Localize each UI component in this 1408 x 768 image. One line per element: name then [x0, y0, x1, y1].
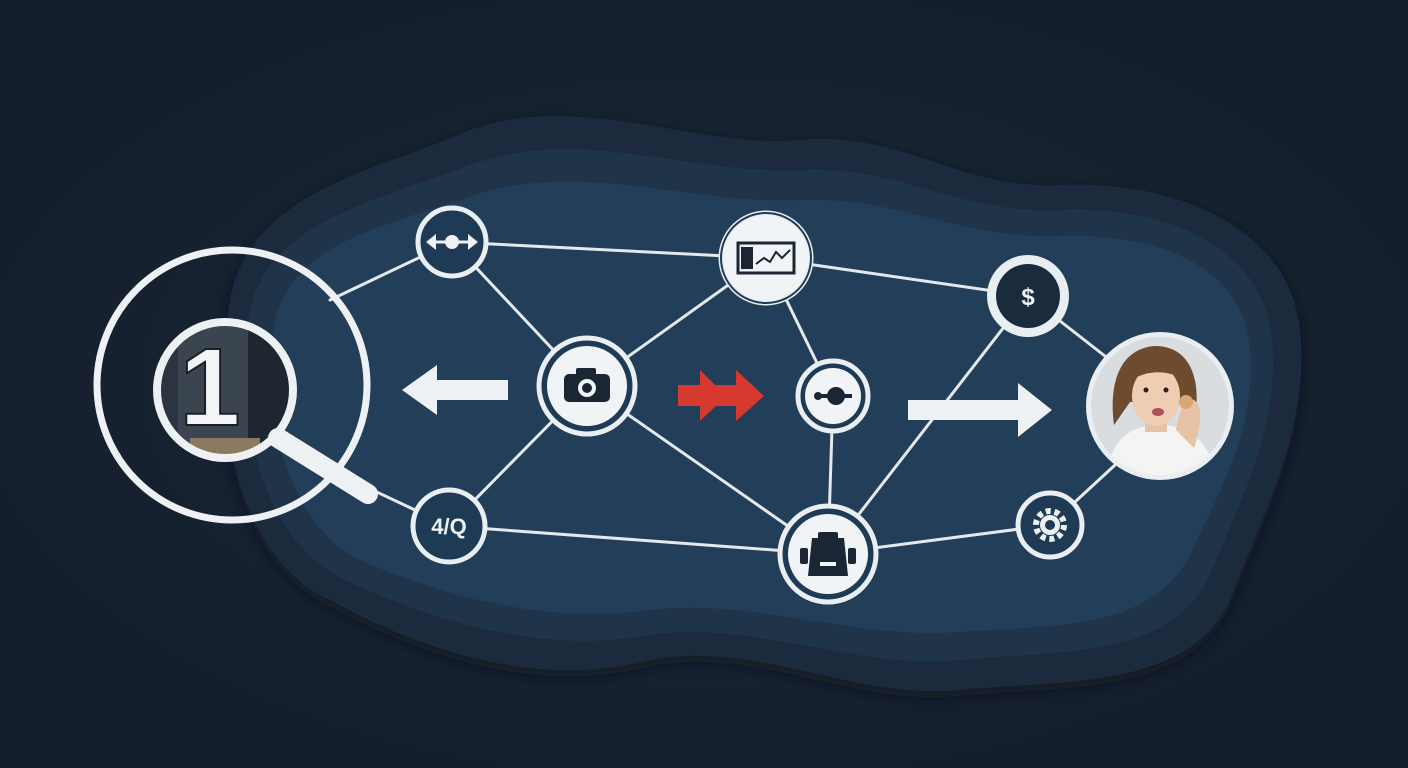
connector-line: [447, 524, 830, 556]
node-bottom-center: [777, 503, 879, 605]
connector-line: [826, 294, 1030, 556]
magnifier-number: 1: [179, 326, 240, 449]
lens-ring: [153, 318, 297, 462]
red-double-arrow: [678, 370, 764, 421]
node-center-left: [536, 335, 638, 437]
right-arrow: [908, 383, 1052, 437]
currency-icon: $: [1021, 284, 1035, 311]
node-top-center: [718, 210, 814, 306]
person-portrait-icon: [1090, 336, 1230, 476]
gear-icon: [1033, 508, 1067, 542]
magnifier-ring: [93, 246, 371, 524]
portrait-node: [1086, 332, 1234, 480]
node-bottom-right: [1015, 490, 1085, 560]
camera-icon: [564, 368, 610, 402]
connector-icon: [814, 387, 852, 405]
machine-icon: [800, 532, 856, 576]
connector-line: [450, 240, 768, 260]
node-center-right: [795, 358, 871, 434]
magnifying-glass-icon: [268, 428, 378, 504]
left-arrow: [402, 365, 508, 415]
node-bottom-left: 4/Q: [410, 487, 488, 565]
chart-panel-icon: [736, 241, 796, 275]
ratio-icon: 4/Q: [431, 514, 466, 539]
magnifier: 1: [93, 246, 378, 524]
node-top-left: [415, 205, 489, 279]
node-top-right: $: [987, 255, 1069, 337]
left-right-arrows-icon: [426, 234, 478, 250]
